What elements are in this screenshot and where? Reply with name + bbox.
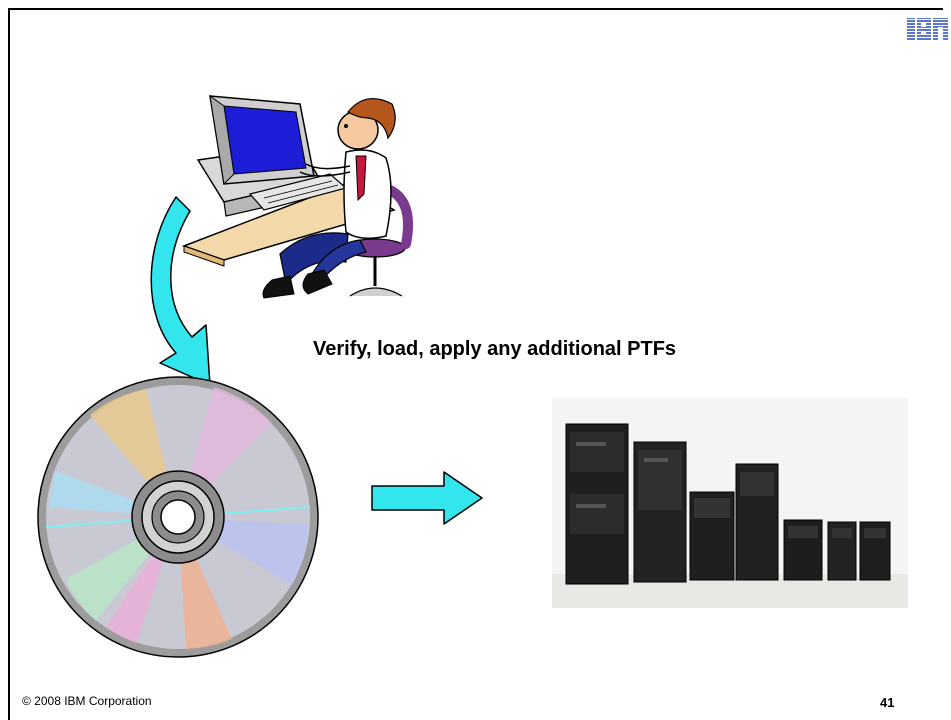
- server-lineup: [552, 398, 908, 608]
- arrow-right: [371, 471, 483, 525]
- curved-arrow-down: [150, 196, 211, 386]
- page-number: 41: [880, 695, 895, 710]
- ibm-logo: [907, 18, 948, 40]
- slide-frame: [8, 8, 943, 720]
- computer-user-illustration: [181, 94, 413, 299]
- cd-disc: [37, 376, 319, 658]
- copyright-footer: © 2008 IBM Corporation: [22, 694, 152, 708]
- slide-caption: Verify, load, apply any additional PTFs: [313, 338, 677, 360]
